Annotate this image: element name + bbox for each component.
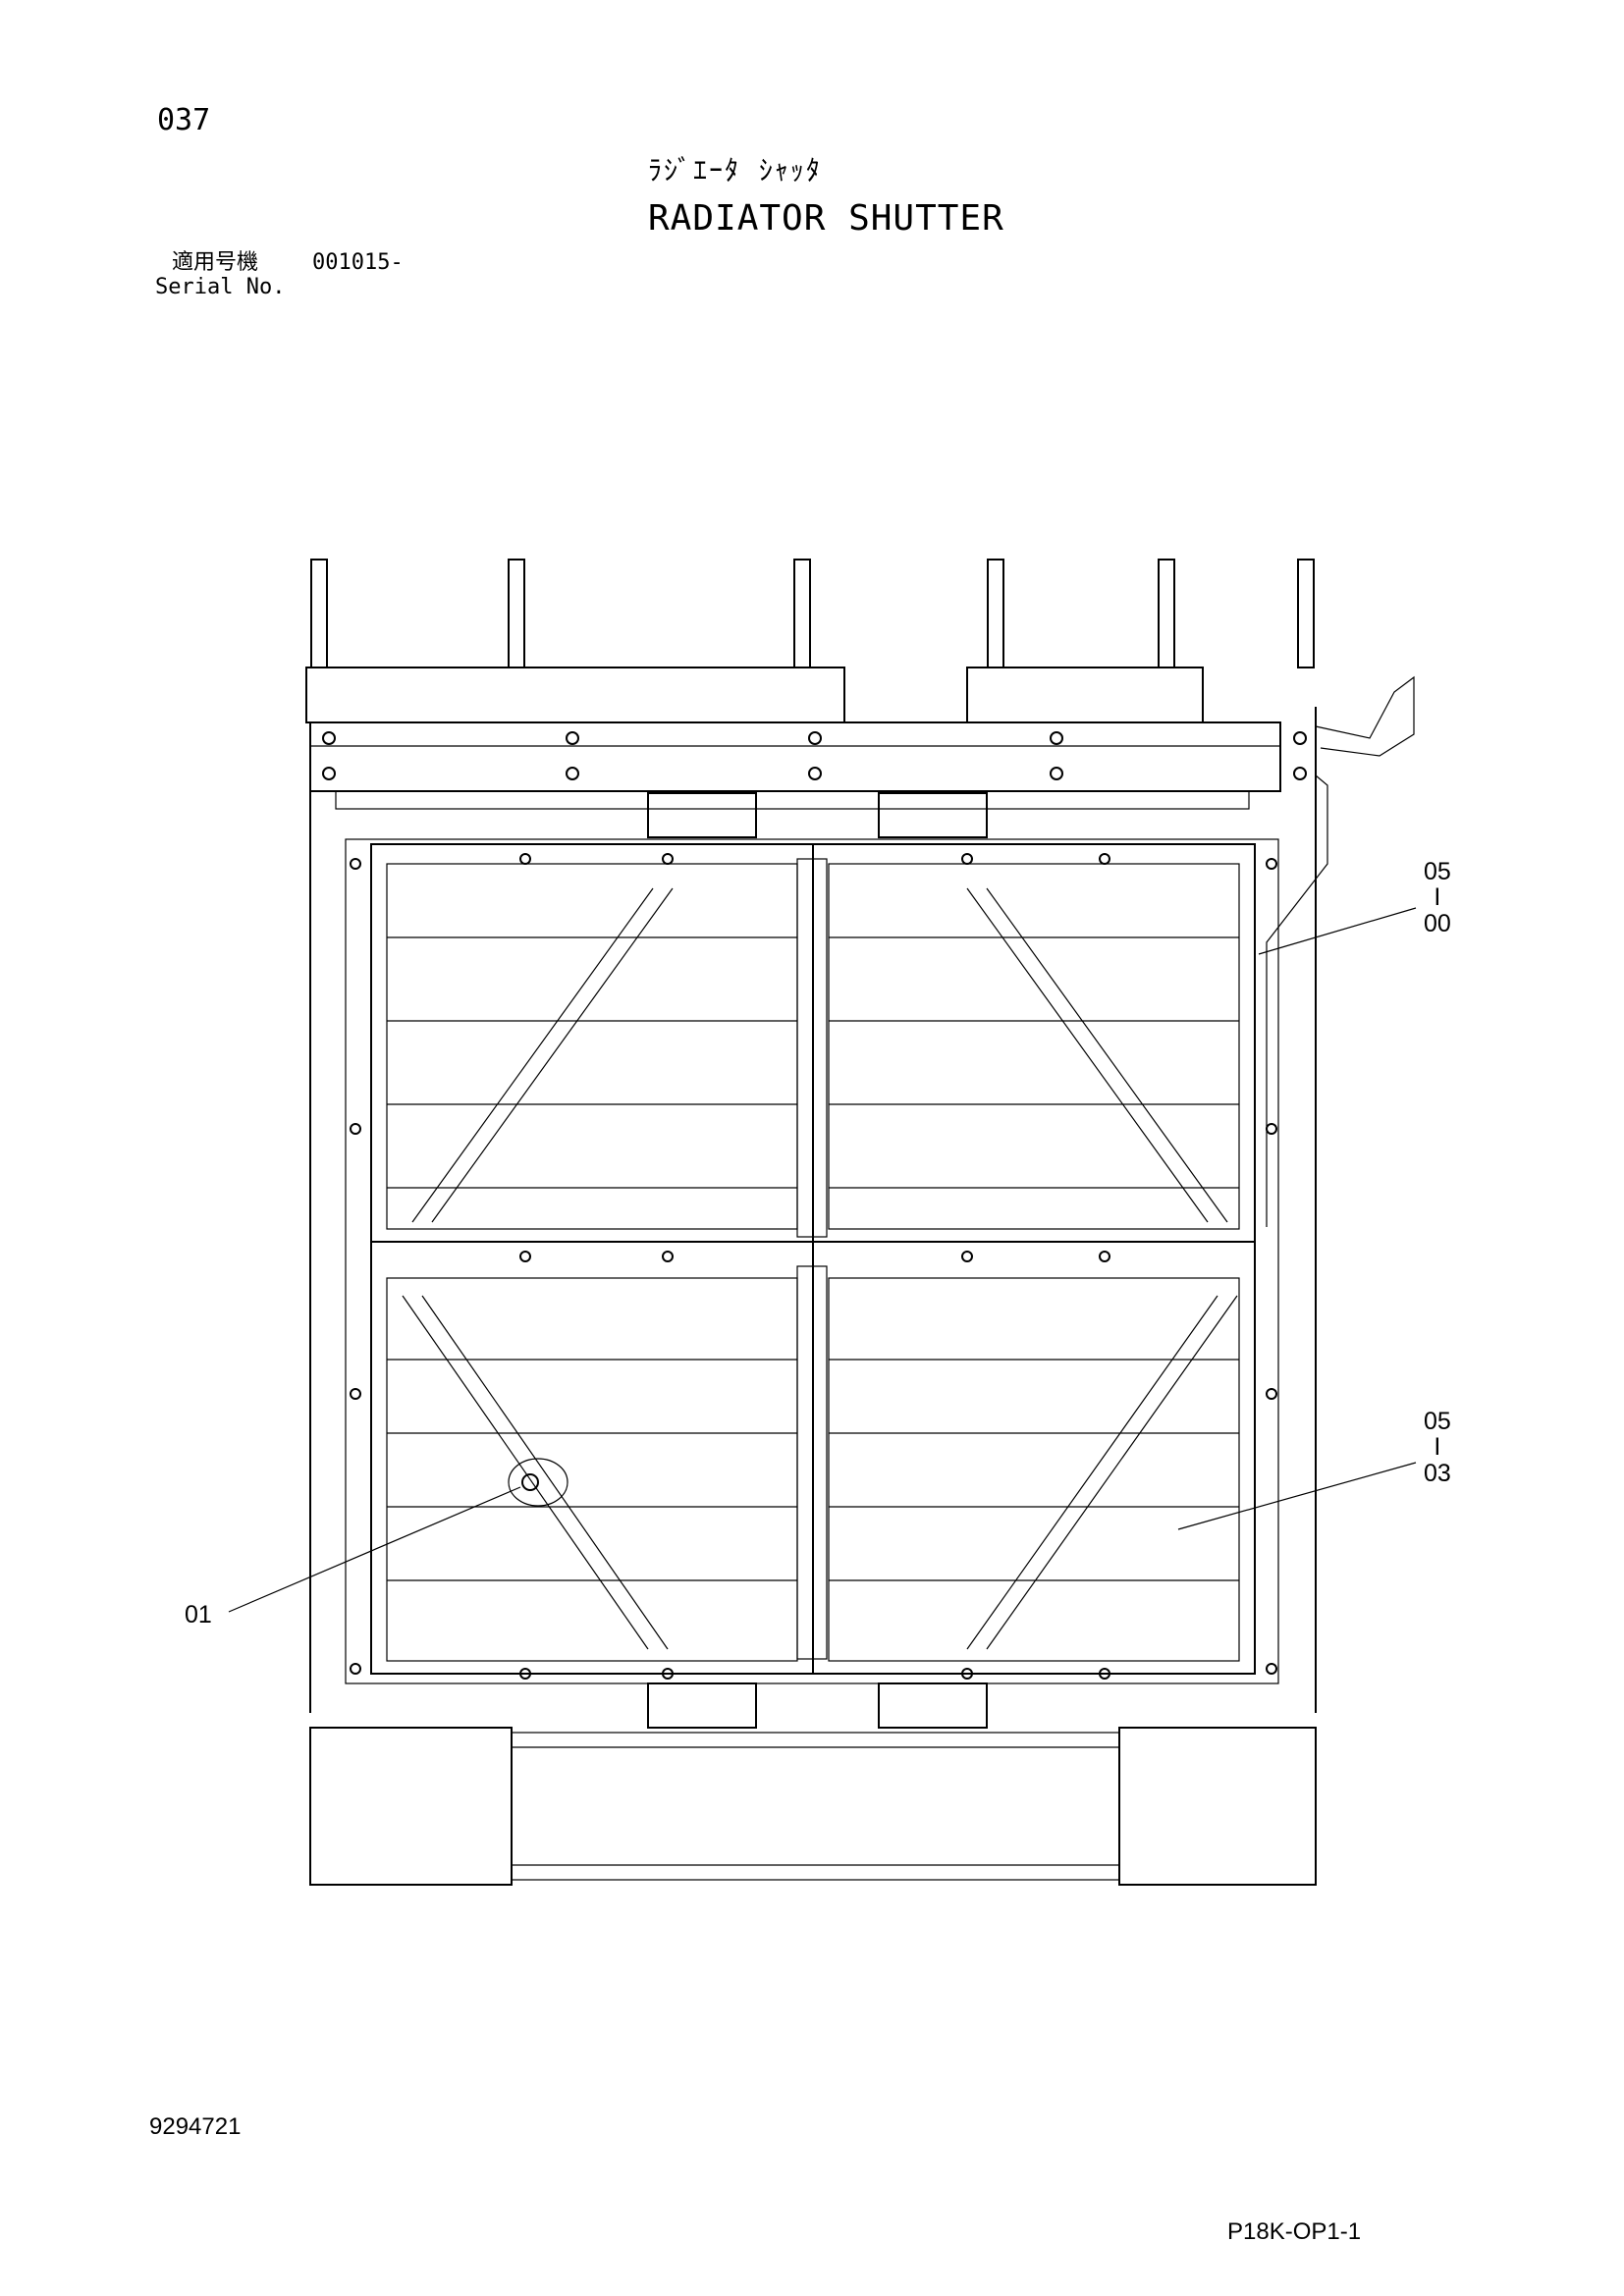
callout-05-03-top: 05 bbox=[1424, 1408, 1451, 1435]
page-code: P18K-OP1-1 bbox=[1227, 2218, 1362, 2245]
leader-lines bbox=[228, 907, 1417, 1613]
document-number: 9294721 bbox=[149, 2113, 242, 2140]
callout-05-03-bottom: 03 bbox=[1424, 1459, 1451, 1487]
callout-05-00-top: 05 bbox=[1424, 858, 1451, 885]
callout-01: 01 bbox=[185, 1601, 212, 1629]
shutter-louvers bbox=[387, 936, 1239, 1581]
serial-number-value: 001015- bbox=[312, 250, 404, 275]
callout-05-00-bottom: 00 bbox=[1424, 909, 1451, 937]
serial-label-english: Serial No. bbox=[155, 275, 286, 299]
shutter-knob bbox=[508, 1458, 568, 1507]
title-english: RADIATOR SHUTTER bbox=[648, 198, 1004, 239]
top-header bbox=[305, 667, 1281, 810]
shutter-panels bbox=[370, 843, 1256, 1675]
bolts bbox=[322, 731, 1307, 1680]
side-actuator bbox=[1266, 675, 1415, 1227]
callout-05-03-mid: I bbox=[1434, 1433, 1441, 1462]
title-japanese: ﾗｼﾞｴｰﾀ ｼｬｯﾀ bbox=[648, 154, 822, 187]
outer-frame bbox=[309, 707, 1317, 1713]
top-posts bbox=[310, 559, 1315, 668]
page-number: 037 bbox=[157, 103, 211, 137]
callout-05-00-mid: I bbox=[1434, 883, 1441, 912]
callout-05-00: 05 I 00 bbox=[1424, 859, 1451, 936]
diagonal-links bbox=[402, 887, 1238, 1650]
callout-05-03: 05 I 03 bbox=[1424, 1409, 1451, 1486]
bottom-base bbox=[309, 792, 1317, 1886]
serial-label-japanese: 適用号機 bbox=[172, 250, 259, 275]
